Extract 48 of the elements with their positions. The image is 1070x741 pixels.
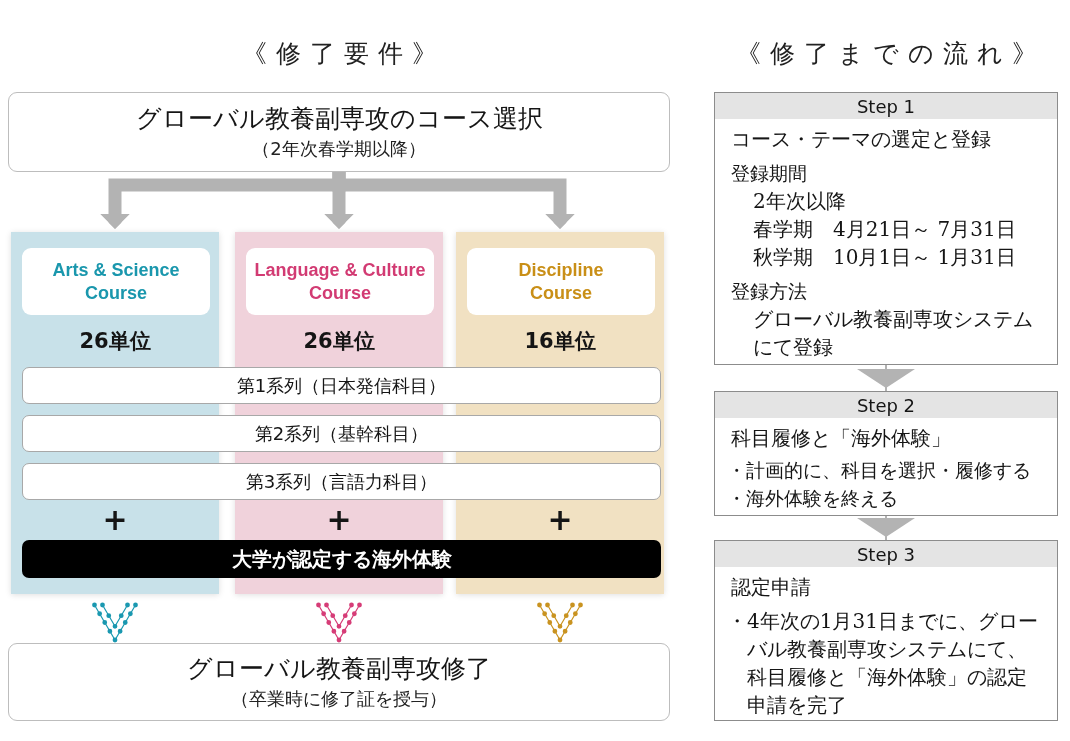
bullet-item: ・計画的に、科目を選択・履修する	[727, 458, 1031, 483]
step-box	[714, 92, 1058, 365]
plus-sign: +	[326, 503, 352, 537]
step-header: Step 3	[715, 541, 1057, 567]
bullet-item: ・海外体験を終える	[727, 486, 898, 511]
credit-count: 26単位	[79, 328, 151, 355]
course-card	[467, 248, 655, 315]
box-heading: グローバル教養副専攻のコース選択	[135, 103, 543, 135]
step-header: Step 1	[715, 93, 1057, 119]
plus-sign: +	[102, 503, 128, 537]
section-heading: 《修了までの流れ》	[734, 38, 1046, 70]
step-heading: コース・テーマの選定と登録	[731, 126, 991, 153]
course-card	[246, 248, 434, 315]
course-title: Discipline Course	[517, 258, 605, 305]
category-bar	[22, 463, 661, 500]
box-heading: グローバル教養副専攻修了	[187, 653, 491, 685]
category-bar	[22, 415, 661, 452]
process-box	[8, 92, 670, 172]
step-box	[714, 391, 1058, 516]
highlight-label: 大学が認定する海外体験	[231, 546, 452, 572]
step-header: Step 2	[715, 392, 1057, 418]
step-text: 春学期 4月21日～ 7月31日	[753, 216, 1016, 243]
category-label: 第3系列（言語力科目）	[245, 469, 438, 494]
triangle-arrow	[857, 515, 915, 541]
box-subheading: （卒業時に修了証を授与）	[231, 687, 447, 711]
step-subheading: 登録期間	[731, 161, 807, 186]
course-title: Language & Culture Course	[253, 258, 427, 305]
category-label: 第2系列（基幹科目）	[254, 421, 429, 446]
step-subheading: 登録方法	[731, 279, 807, 304]
box-subheading: （2年次春学期以降）	[252, 137, 426, 161]
step-heading: 科目履修と「海外体験」	[731, 425, 951, 452]
step-box	[714, 540, 1058, 721]
step-text: 秋学期 10月1日～ 1月31日	[753, 244, 1016, 271]
highlight-bar	[22, 540, 661, 578]
bullet-item: ・4年次の1月31日までに、グローバル教養副専攻システムにて、科目履修と「海外体験」の認定申請を完了	[727, 608, 1039, 719]
section-heading: 《修了要件》	[240, 38, 446, 70]
course-card	[22, 248, 210, 315]
step-text: グローバル教養副専攻システムにて登録	[753, 306, 1034, 361]
credit-count: 26単位	[303, 328, 375, 355]
step-heading: 認定申請	[731, 574, 811, 601]
category-bar	[22, 367, 661, 404]
process-box	[8, 643, 670, 721]
plus-sign: +	[547, 503, 573, 537]
triangle-arrow	[857, 364, 915, 392]
credit-count: 16単位	[524, 328, 596, 355]
course-title: Arts & Science Course	[51, 258, 181, 305]
step-text: 2年次以降	[753, 188, 846, 215]
category-label: 第1系列（日本発信科目）	[236, 373, 447, 398]
